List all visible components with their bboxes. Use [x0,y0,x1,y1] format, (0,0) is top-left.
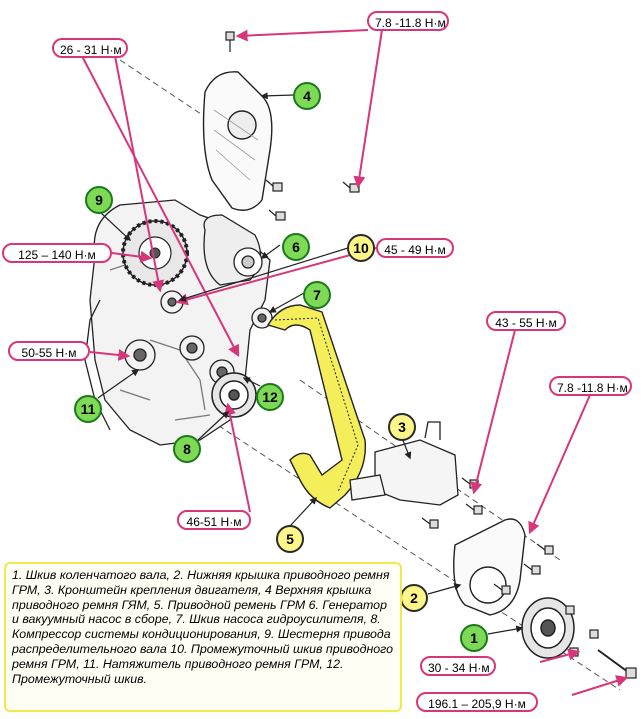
bolts [225,31,637,679]
callout-8: 8 [173,435,201,463]
torque-label-bracket-bolts: 43 - 55 Н·м [486,311,566,331]
upper-timing-cover [202,71,273,211]
torque-label-idler-10: 45 - 49 Н·м [376,238,454,258]
callout-9: 9 [85,186,113,214]
torque-label-tensioner: 50-55 Н·м [8,341,90,361]
callout-10: 10 [347,234,375,262]
parts-legend: 1. Шкив коленчатого вала, 2. Нижняя крыш… [4,562,402,712]
callout-12: 12 [256,383,284,411]
parts-legend-text: 1. Шкив коленчатого вала, 2. Нижняя крыш… [12,568,394,686]
callout-5: 5 [276,525,304,553]
ac-compressor-pulley [211,372,257,418]
callout-11: 11 [74,395,102,423]
crankshaft-pulley [521,597,575,659]
camshaft-gear [121,219,189,287]
torque-label-crankshaft-bolt: 196.1 – 205,9 Н·м [416,692,538,712]
idler-pulleys [124,290,273,385]
callout-6: 6 [282,233,310,261]
callout-4: 4 [293,82,321,110]
callout-3: 3 [388,413,416,441]
torque-label-compressor: 46-51 Н·м [177,510,251,530]
timing-belt [266,304,367,509]
engine-mount-bracket [349,421,459,506]
lower-timing-cover [453,518,526,616]
callout-7: 7 [303,281,331,309]
torque-label-lower-cover-bolts: 7.8 -11.8 Н·м [549,376,632,396]
torque-label-top-cover-bolt: 7.8 -11.8 Н·м [367,11,449,31]
callout-2: 2 [400,584,428,612]
torque-label-30-34: 30 - 34 Н·м [420,656,496,676]
torque-label-camshaft-gear: 125 – 140 Н·м [2,243,112,263]
torque-leaders [81,29,629,696]
alternator [203,214,263,286]
torque-label-26-31: 26 - 31 Н·м [52,38,128,58]
callout-leaders [97,92,524,635]
callout-1: 1 [460,624,488,652]
